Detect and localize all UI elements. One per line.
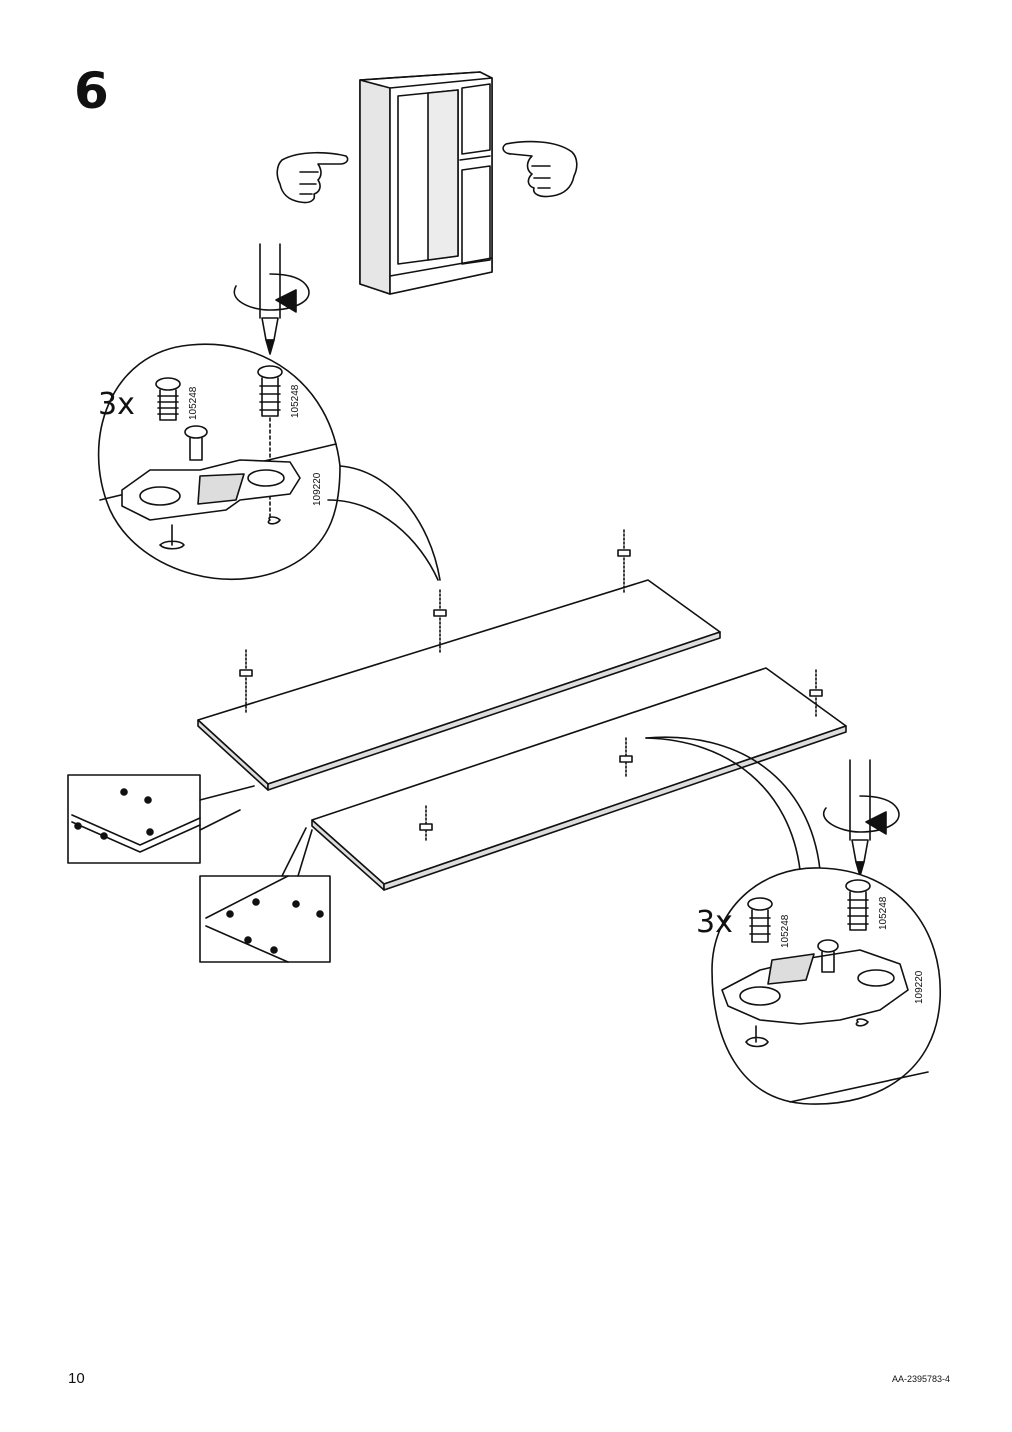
- bracket-part-number-top: 109220: [312, 472, 323, 506]
- pointing-hand-left-illustration: [276, 151, 349, 204]
- page-number: 10: [68, 1370, 85, 1387]
- corner-detail-box-right: [199, 827, 331, 963]
- screw-part-number-top-left: 105248: [188, 386, 199, 420]
- detail-circle-top: [97, 343, 441, 581]
- upper-board-illustration: [197, 529, 721, 791]
- document-code: AA-2395783-4: [891, 1374, 950, 1384]
- detail-circle-bottom: [711, 867, 941, 1105]
- pointing-hand-right-illustration: [502, 140, 578, 198]
- quantity-label-bottom: 3x: [696, 905, 733, 940]
- screwdriver-top-illustration: [233, 243, 310, 355]
- quantity-label-top: 3x: [98, 387, 135, 422]
- screw-part-number-bottom-left: 105248: [780, 914, 791, 948]
- screw-part-number-top-right: 105248: [290, 384, 301, 418]
- step-number: 6: [74, 62, 109, 120]
- screw-part-number-bottom-right: 105248: [878, 896, 889, 930]
- corner-detail-box-left: [67, 774, 255, 864]
- screwdriver-bottom-illustration: [822, 759, 900, 877]
- wardrobe-frame-illustration: [359, 71, 493, 295]
- lower-board-illustration: [311, 667, 847, 891]
- bracket-part-number-bottom: 109220: [914, 970, 925, 1004]
